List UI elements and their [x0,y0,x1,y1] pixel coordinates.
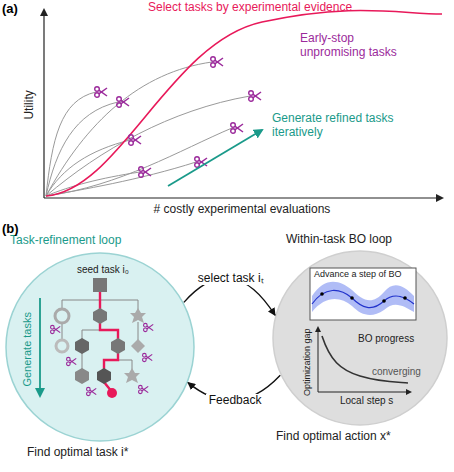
refine-arrow [168,130,262,186]
scissors-marks [95,57,261,178]
loop-heading: Within-task BO loop [286,233,392,247]
task-refinement-circle: Task-refinement loopseed task i₀Generate… [5,252,195,442]
curve-label: BO progress [358,333,414,345]
curve-label: converging [372,366,421,378]
panel-label: (b) [2,222,19,237]
result-label: Find optimal task i* [27,446,128,460]
circle-outline [5,252,195,442]
panel-label: (a) [2,2,18,17]
plot-title: Advance a step of BO [314,269,402,279]
bo-loop-circle: Within-task BO loopAdvance a step of BOO… [272,250,448,426]
edge-label: Feedback [206,394,265,408]
axis-title: Utility [23,90,37,119]
seed-label: seed task i₀ [77,264,129,276]
loop-heading: Task-refinement loop [10,234,121,248]
plot-axes [40,8,444,202]
arrow-annotation: Generate refined tasks iteratively [272,112,394,140]
axis-title: # costly experimental evaluations [154,203,331,217]
axis-label: Local step s [340,395,393,407]
edge-label: select task iₜ [195,272,267,286]
axis-label: Optimization gap [302,328,312,396]
curve-annotation: Early-stop unpromising tasks [300,32,420,60]
generate-label: Generate tasks [21,312,34,387]
selected-curve [46,10,442,196]
result-label: Find optimal action x* [276,430,391,444]
curve-annotation: Select tasks by experimental evidence [148,1,352,15]
task-curves [46,62,250,196]
